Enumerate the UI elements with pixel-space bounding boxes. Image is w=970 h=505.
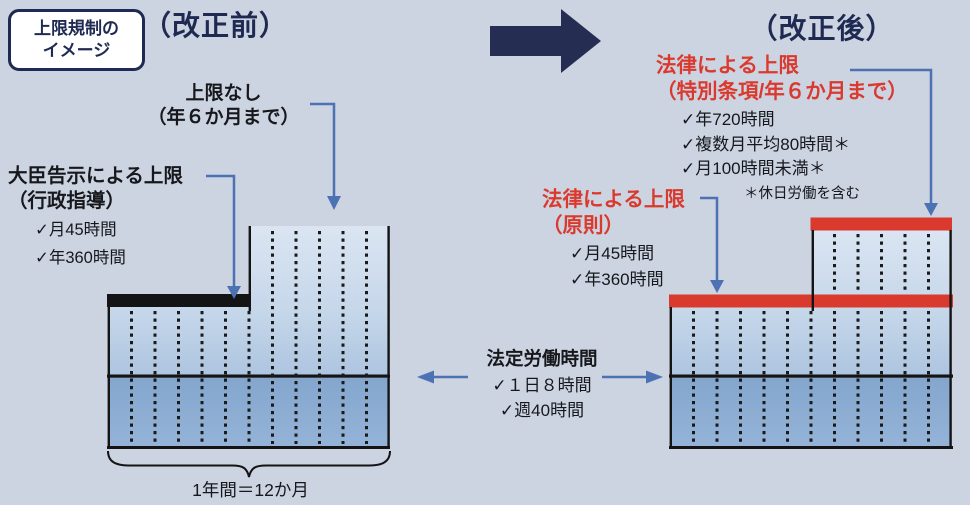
- statutory-left-arrowhead: [417, 370, 434, 384]
- minister-limit-label: 大臣告示による上限 （行政指導） ✓月45時間 ✓年360時間: [8, 164, 183, 272]
- special-limit-label: 法律による上限 （特別条項/年６か月まで） ✓年720時間 ✓複数月平均80時間…: [656, 53, 908, 181]
- minister-limit-line2: （行政指導）: [8, 189, 126, 212]
- no-limit-label: 上限なし （年６か月まで）: [136, 82, 311, 131]
- no-limit-connector: [310, 102, 336, 198]
- statutory-hours-item: ✓週40時間: [499, 401, 585, 421]
- principle-limit-item: ✓月45時間: [570, 244, 655, 264]
- minister-limit-arrowhead: [227, 286, 241, 299]
- title-after: （改正後）: [749, 13, 895, 44]
- no-limit-line1: 上限なし: [185, 83, 262, 104]
- before-month-gridlines: [130, 231, 368, 444]
- statutory-hours-item: ✓１日８時間: [492, 375, 592, 395]
- no-limit-arrowhead: [327, 196, 341, 210]
- special-limit-connector: [850, 68, 933, 203]
- no-limit-line2: （年６か月まで）: [147, 107, 300, 129]
- title-before: （改正前）: [142, 10, 288, 41]
- holiday-work-note: ＊休日労働を含む: [744, 186, 860, 202]
- minister-limit-connector: [206, 174, 236, 286]
- special-limit-arrowhead: [924, 203, 938, 216]
- principle-limit-label: 法律による上限 （原則） ✓月45時間 ✓年360時間: [542, 187, 685, 292]
- before-minister-limit-cap: [107, 294, 250, 307]
- special-limit-line1: 法律による上限: [656, 54, 799, 77]
- legend-badge-line2: イメージ: [42, 41, 111, 60]
- year-span-label: 1年間＝12か月: [192, 480, 309, 500]
- connectors: [206, 68, 933, 379]
- connector-arrowheads: [227, 196, 938, 384]
- statutory-hours-label: 法定労働時間 ✓１日８時間 ✓週40時間: [436, 347, 648, 424]
- statutory-right-arrowhead: [646, 370, 663, 384]
- special-limit-line2: （特別条項/年６か月まで）: [656, 80, 908, 104]
- principle-limit-line2: （原則）: [542, 214, 624, 238]
- before-to-after-arrow: [490, 9, 601, 73]
- principle-limit-line1: 法律による上限: [542, 188, 685, 211]
- minister-limit-item: ✓月45時間: [35, 220, 117, 239]
- minister-limit-line1: 大臣告示による上限: [8, 165, 183, 187]
- statutory-hours-title: 法定労働時間: [486, 348, 598, 369]
- year-brace: [107, 450, 391, 478]
- after-special-limit-cap: [810, 217, 952, 231]
- principle-limit-connector: [700, 196, 719, 280]
- special-limit-item: ✓月100時間未満＊: [681, 158, 826, 178]
- special-limit-item: ✓年720時間: [681, 110, 775, 130]
- legend-badge-line1: 上限規制の: [34, 18, 119, 38]
- before-chart: [107, 226, 391, 478]
- principle-limit-arrowhead: [710, 280, 724, 293]
- minister-limit-item: ✓年360時間: [35, 248, 126, 267]
- special-limit-item: ✓複数月平均80時間＊: [681, 134, 851, 154]
- principle-limit-item: ✓年360時間: [570, 269, 664, 289]
- legend-badge: 上限規制の イメージ: [8, 9, 145, 71]
- after-chart: [669, 217, 953, 449]
- after-principle-limit-cap: [669, 294, 953, 308]
